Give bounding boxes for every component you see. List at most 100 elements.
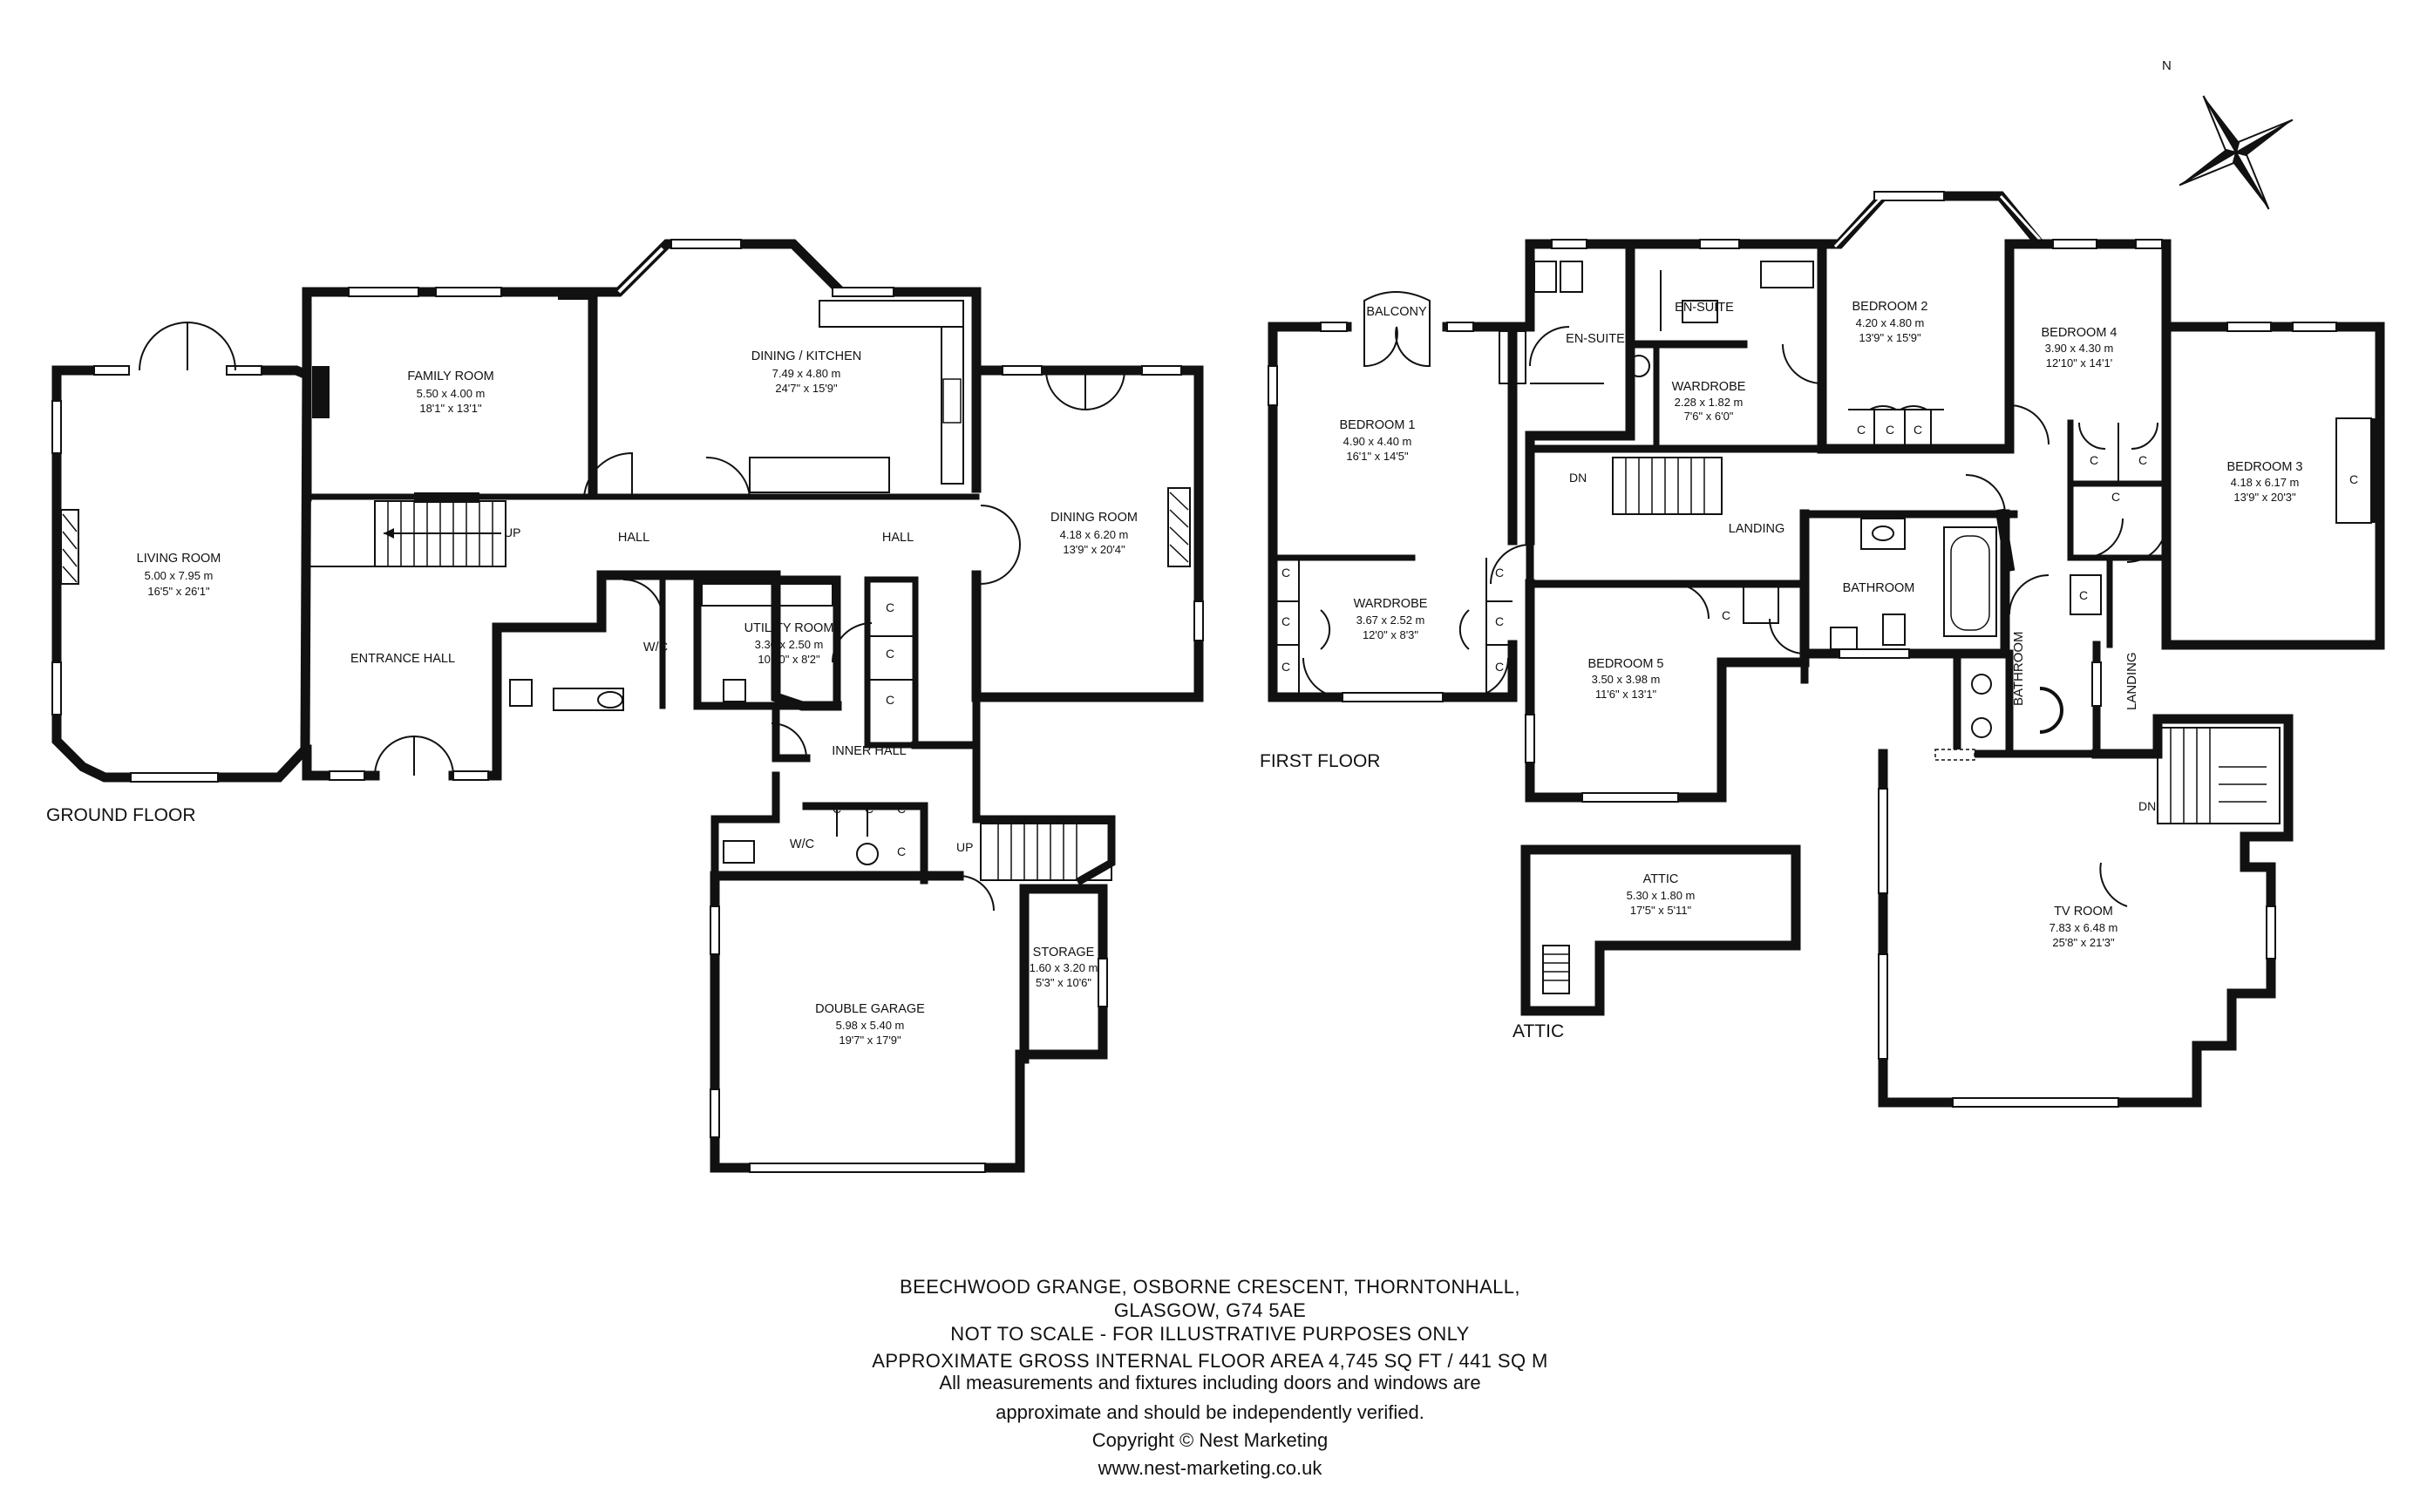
- address-line-2: GLASGOW, G74 5AE: [1113, 1299, 1307, 1321]
- disclaimer-line-2: approximate and should be independently …: [996, 1401, 1424, 1423]
- property-footer: BEECHWOOD GRANGE, OSBORNE CRESCENT, THOR…: [774, 1275, 1646, 1482]
- tv-room-name: TV ROOM: [2054, 905, 2113, 919]
- hall-label-right: HALL: [882, 531, 914, 545]
- living-room-name: LIVING ROOM: [137, 552, 221, 566]
- living-room-walls: [51, 321, 312, 783]
- bedroom5-name: BEDROOM 5: [1587, 657, 1663, 671]
- bedroom3-metric: 4.18 x 6.17 m: [2231, 476, 2300, 489]
- cupboard-label: C: [1495, 566, 1504, 580]
- compass-icon: [2179, 95, 2294, 210]
- dining-kitchen-walls: [588, 239, 982, 500]
- utility-room-metric: 3.30 x 2.50 m: [755, 638, 824, 651]
- bedroom2-name: BEDROOM 2: [1852, 300, 1927, 314]
- cupboard-label: C: [897, 802, 906, 816]
- cupboard-label: C: [886, 693, 894, 707]
- attic-room-imperial: 17'5" x 5'11": [1630, 904, 1692, 917]
- wc-label-ground: W/C: [643, 641, 668, 654]
- entrance-hall-label: ENTRANCE HALL: [350, 652, 455, 666]
- cupboard-label: C: [886, 647, 894, 661]
- tv-room-walls: [1878, 714, 2294, 1108]
- dining-room-metric: 4.18 x 6.20 m: [1060, 528, 1129, 541]
- garage-walls: [710, 871, 1108, 1173]
- attic-room-name: ATTIC: [1643, 872, 1679, 886]
- living-room-imperial: 16'5" x 26'1": [147, 585, 210, 598]
- cupboard-label: C: [1495, 614, 1504, 628]
- cupboard-label: C: [1914, 423, 1922, 437]
- wardrobe-main-imperial: 12'0" x 8'3": [1363, 628, 1418, 641]
- bathroom-label: BATHROOM: [1843, 581, 1915, 595]
- dining-kitchen-imperial: 24'7" x 15'9": [775, 382, 838, 395]
- double-garage-imperial: 19'7" x 17'9": [839, 1034, 901, 1047]
- cupboard-label: C: [1495, 660, 1504, 674]
- room-labels: LIVING ROOM 5.00 x 7.95 m 16'5" x 26'1" …: [46, 300, 2358, 1047]
- bedroom5-metric: 3.50 x 3.98 m: [1592, 673, 1661, 686]
- bathroom2-walls: [1953, 554, 2113, 758]
- ensuite1-label: EN-SUITE: [1566, 332, 1625, 346]
- tv-room-imperial: 25'8" x 21'3": [2052, 936, 2115, 949]
- family-room-name: FAMILY ROOM: [407, 370, 493, 383]
- not-to-scale-note: NOT TO SCALE - FOR ILLUSTRATIVE PURPOSES…: [950, 1323, 1470, 1345]
- up-label-ground-stairs: UP: [504, 525, 520, 539]
- cupboard-label: C: [2111, 490, 2120, 504]
- dining-room-walls: [971, 365, 1204, 702]
- cupboard-label: C: [1281, 566, 1290, 580]
- cupboard-label: C: [2349, 472, 2358, 486]
- ensuite1-walls: [1499, 239, 1650, 546]
- cupboard-label: C: [1886, 423, 1894, 437]
- dining-room-imperial: 13'9" x 20'4": [1063, 543, 1125, 556]
- up-label-garage-stairs: UP: [956, 840, 973, 854]
- bedroom3-name: BEDROOM 3: [2226, 460, 2302, 474]
- first-floor-plan: N: [1268, 58, 2385, 1108]
- dining-room-name: DINING ROOM: [1050, 511, 1138, 525]
- cupboard-label: C: [2079, 588, 2088, 602]
- landing-label: LANDING: [1729, 522, 1784, 536]
- bedroom4-name: BEDROOM 4: [2041, 326, 2117, 340]
- wardrobe-b2-metric: 2.28 x 1.82 m: [1675, 396, 1744, 409]
- living-room-metric: 5.00 x 7.95 m: [145, 569, 214, 582]
- cupboard-label: C: [2138, 453, 2147, 467]
- wardrobe-b2-name: WARDROBE: [1672, 380, 1746, 394]
- cupboard-label: C: [897, 844, 906, 858]
- utility-room-name: UTILITY ROOM: [744, 621, 834, 635]
- cupboard-label: C: [2090, 453, 2098, 467]
- wardrobe-main-metric: 3.67 x 2.52 m: [1356, 614, 1425, 627]
- storage-name: STORAGE: [1033, 946, 1095, 959]
- website: www.nest-marketing.co.uk: [1098, 1457, 1322, 1479]
- wardrobe-main-name: WARDROBE: [1354, 597, 1428, 611]
- family-room-metric: 5.50 x 4.00 m: [417, 387, 486, 400]
- cupboard-label: C: [865, 802, 874, 816]
- double-garage-metric: 5.98 x 5.40 m: [836, 1019, 905, 1032]
- address-line-1: BEECHWOOD GRANGE, OSBORNE CRESCENT, THOR…: [900, 1276, 1520, 1298]
- bedroom3-imperial: 13'9" x 20'3": [2233, 491, 2296, 504]
- landing2-label: LANDING: [2124, 652, 2139, 710]
- inner-hall-label: INNER HALL: [832, 744, 906, 758]
- cupboard-label: C: [1722, 608, 1730, 622]
- copyright: Copyright © Nest Marketing: [1091, 1429, 1329, 1451]
- utility-room-imperial: 10'10" x 8'2": [758, 653, 820, 666]
- bedroom4-metric: 3.90 x 4.30 m: [2045, 342, 2114, 355]
- balcony-label: BALCONY: [1366, 305, 1427, 319]
- disclaimer-line-1: All measurements and fixtures including …: [939, 1372, 1481, 1393]
- family-room-imperial: 18'1" x 13'1": [419, 402, 482, 415]
- wardrobe-b2-imperial: 7'6" x 6'0": [1684, 410, 1734, 423]
- cupboard-label: C: [1281, 660, 1290, 674]
- ensuite2-label: EN-SUITE: [1675, 301, 1734, 315]
- dn-label-tv-stairs: DN: [2138, 799, 2156, 813]
- dining-kitchen-name: DINING / KITCHEN: [751, 349, 861, 363]
- bedroom5-imperial: 11'6" x 13'1": [1595, 688, 1657, 701]
- bathroom2-label: BATHROOM: [2011, 631, 2026, 706]
- ground-floor-label: GROUND FLOOR: [46, 805, 196, 825]
- compass-north-label: N: [2162, 58, 2172, 73]
- attic-walls: [1520, 844, 1801, 1016]
- bedroom1-metric: 4.90 x 4.40 m: [1343, 435, 1412, 448]
- cupboard-label: C: [1857, 423, 1866, 437]
- dining-kitchen-metric: 7.49 x 4.80 m: [772, 367, 841, 380]
- attic-floor-label: ATTIC: [1512, 1021, 1564, 1041]
- storage-metric: 1.60 x 3.20 m: [1030, 961, 1098, 974]
- ground-floor-plan: [51, 239, 1204, 1173]
- entrance-hall-walls: [302, 492, 842, 781]
- floor-area-note: APPROXIMATE GROSS INTERNAL FLOOR AREA 4,…: [872, 1350, 1548, 1372]
- bedroom1-imperial: 16'1" x 14'5": [1346, 450, 1409, 463]
- bathroom-walls: [1799, 508, 2016, 659]
